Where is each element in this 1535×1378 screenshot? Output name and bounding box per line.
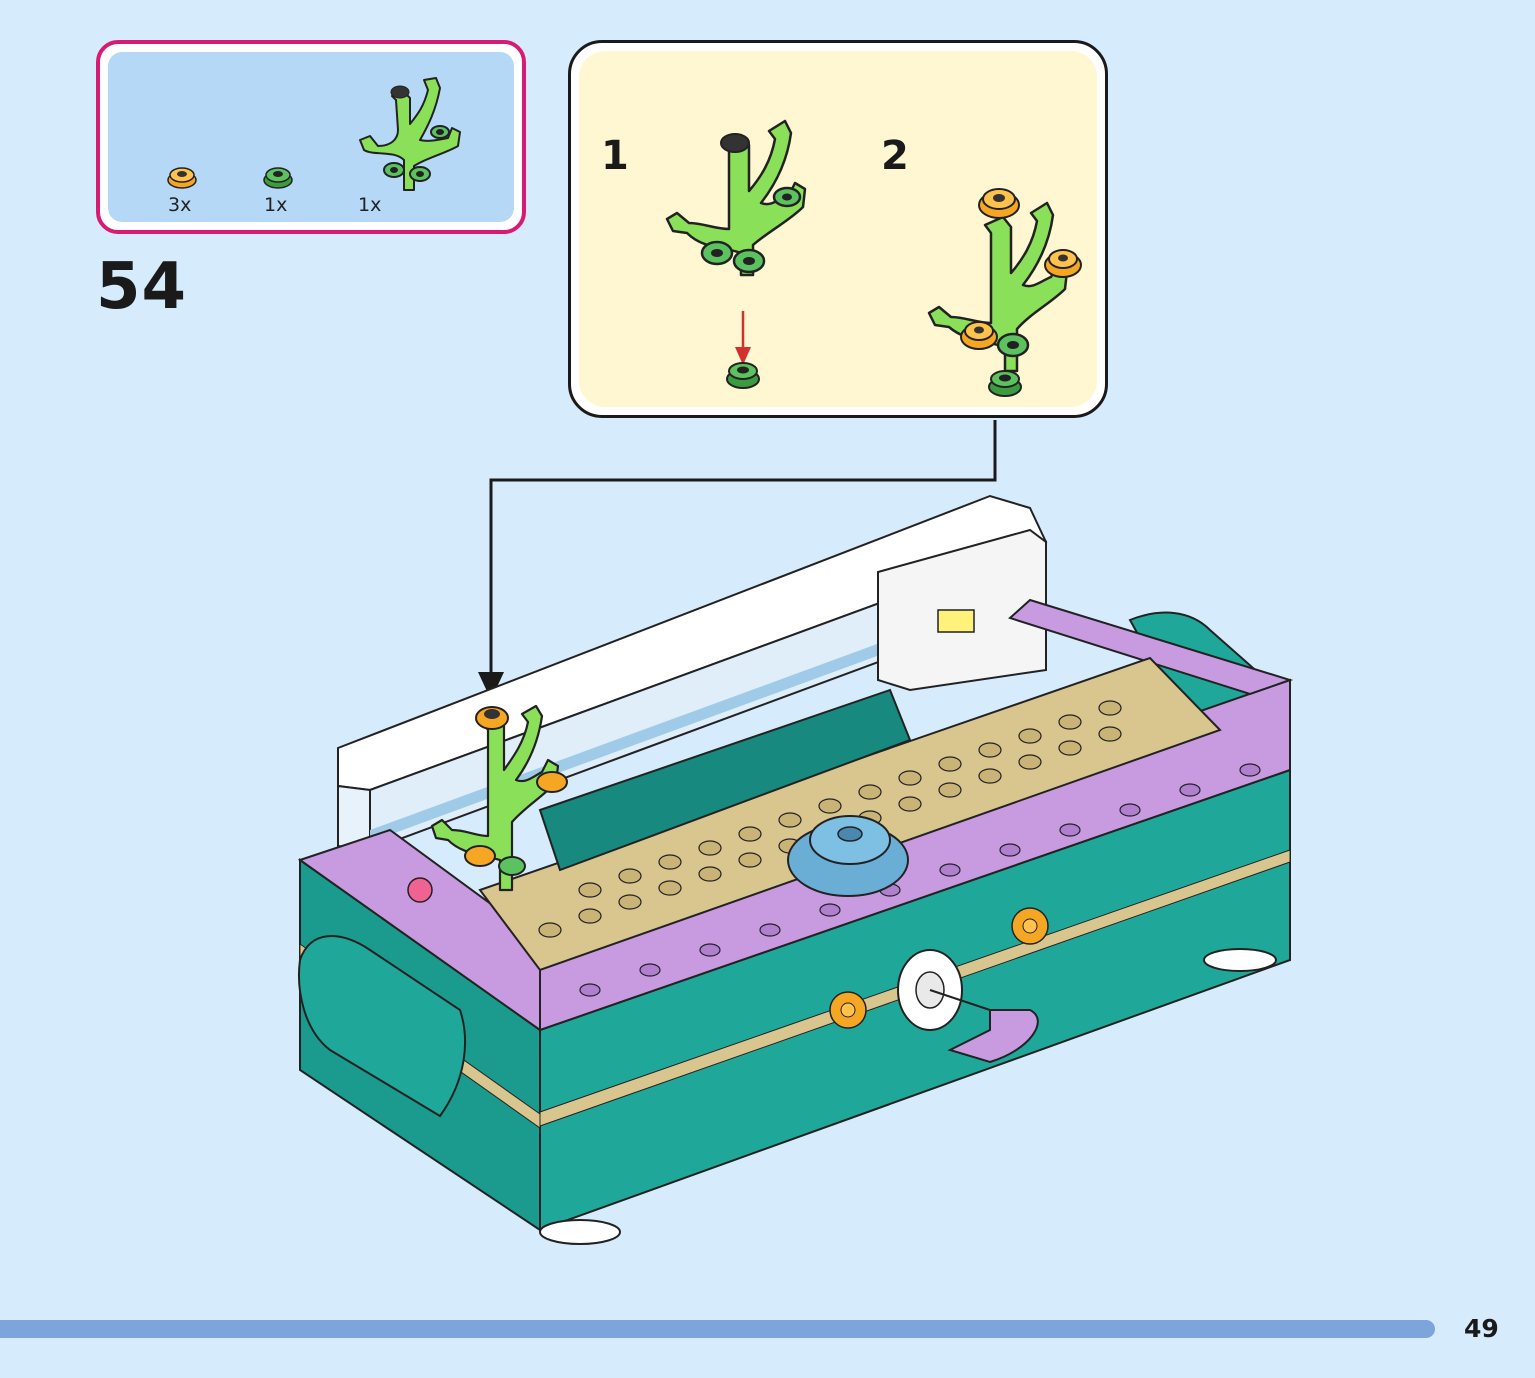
treasure-chest-model-illustration xyxy=(297,494,1294,1245)
page-progress-bar xyxy=(0,1320,1435,1338)
parts-list-frame: 3x 1x 1x xyxy=(96,40,526,234)
green-round-plate-icon xyxy=(263,167,293,189)
part-quantity: 1x xyxy=(264,194,288,216)
part-quantity: 1x xyxy=(358,194,382,216)
coral-assembly-step-2-illustration xyxy=(927,188,1082,397)
sub-step-label: 1 xyxy=(601,133,629,179)
coral-assembly-step-1-illustration xyxy=(665,119,807,389)
sub-step-label: 2 xyxy=(881,133,909,179)
orange-flower-plate-icon xyxy=(167,167,197,189)
step-number: 54 xyxy=(96,250,188,324)
parts-list-panel: 3x 1x 1x xyxy=(108,52,514,222)
sub-assembly-callout: 1 2 xyxy=(568,40,1108,418)
part-quantity: 3x xyxy=(168,194,192,216)
green-coral-piece-icon xyxy=(359,77,461,191)
page-number: 49 xyxy=(1464,1314,1499,1343)
sub-assembly-panel: 1 2 xyxy=(579,51,1097,407)
